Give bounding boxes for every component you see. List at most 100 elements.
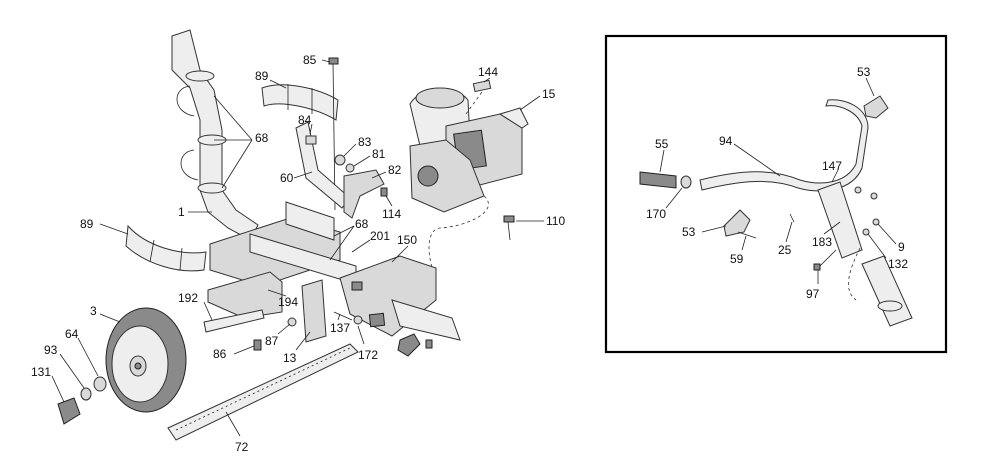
callout-label: 150: [397, 233, 417, 247]
callout: 82: [371, 163, 402, 179]
callout-label: 55: [655, 137, 669, 151]
part-172: [353, 315, 363, 325]
nut-132: [862, 228, 870, 236]
callout: 194: [267, 289, 298, 309]
callout: 72: [225, 411, 249, 454]
clamp-ring: [185, 70, 215, 82]
callout: 89: [255, 69, 287, 89]
callout-label: 170: [646, 207, 666, 221]
callout: 131: [31, 365, 65, 403]
callout-label: 94: [719, 134, 733, 148]
callout: 87: [265, 323, 291, 348]
callout-label: 147: [822, 159, 842, 173]
washer-9: [872, 218, 880, 226]
callout: 55: [655, 137, 669, 173]
washer-64: [93, 376, 107, 392]
callout-label: 89: [80, 217, 94, 231]
callout-label: 13: [283, 351, 297, 365]
callout-label: 59: [730, 252, 744, 266]
callout-label: 172: [358, 348, 378, 362]
inset-assembly: [639, 95, 913, 327]
decal-144: [472, 79, 492, 93]
callout-label: 131: [31, 365, 51, 379]
callout: 9: [877, 223, 905, 254]
pin-137: [333, 311, 353, 321]
callout: 53: [857, 65, 875, 97]
callout-label: 64: [65, 327, 79, 341]
callout-label: 183: [812, 235, 832, 249]
bolt-110: [507, 221, 511, 241]
callout-label: 144: [478, 65, 498, 79]
callout-label: 53: [682, 225, 696, 239]
callout-label: 72: [235, 440, 249, 454]
plate-13: [301, 279, 327, 343]
callout: 60: [280, 171, 313, 185]
control-lever: [723, 209, 751, 237]
callout: 114: [382, 195, 401, 221]
callout-label: 68: [255, 131, 269, 145]
callout: 93: [44, 343, 85, 389]
callout: 86: [213, 345, 255, 361]
callout: 59: [730, 235, 747, 266]
washer-83: [334, 154, 346, 166]
ferrule-170: [680, 175, 692, 189]
callout-label: 132: [888, 257, 908, 271]
handlebar: [699, 99, 869, 192]
callout: 137: [330, 313, 350, 335]
throttle-lever-top: [863, 95, 889, 119]
plate-194: [207, 271, 283, 319]
screw-25: [789, 213, 795, 223]
clamp-ring: [197, 182, 227, 194]
callout: 172: [357, 325, 378, 362]
callout: 94: [719, 134, 781, 177]
bolt-86: [253, 339, 262, 351]
wheel: [105, 307, 187, 413]
callout-label: 93: [44, 343, 58, 357]
tube-hook: [176, 85, 195, 117]
callout-label: 87: [265, 334, 279, 348]
callout: 15: [519, 87, 556, 111]
screw-114: [380, 187, 388, 197]
part-84: [305, 135, 317, 145]
callout: 144: [478, 65, 498, 83]
hubcap-131: [57, 397, 81, 425]
bolt-97: [817, 249, 837, 269]
callout: 83: [343, 135, 372, 157]
callout: 3: [90, 304, 121, 323]
rack-bar: [167, 343, 359, 441]
callout-label: 201: [370, 229, 390, 243]
callout: 89: [80, 217, 129, 235]
axle-192: [203, 309, 265, 333]
nut-93: [80, 387, 92, 401]
main-callouts: 85 144 15 89 84 83 81 68: [31, 53, 565, 454]
callout-label: 110: [546, 214, 565, 228]
callout-label: 82: [388, 163, 402, 177]
callout-label: 83: [358, 135, 372, 149]
bolt-head: [328, 57, 339, 65]
bracket-82: [343, 169, 385, 219]
callout-label: 81: [372, 147, 386, 161]
inset-callouts: 53 55 94 147 170 53 25 183: [646, 65, 908, 301]
callout: 110: [516, 214, 565, 228]
grip: [639, 171, 677, 189]
callout-label: 53: [857, 65, 871, 79]
inset-frame: [604, 34, 948, 354]
callout: 192: [178, 291, 213, 321]
main-assembly: [57, 29, 529, 441]
callout-label: 86: [213, 347, 227, 361]
callout-label: 68: [355, 217, 369, 231]
upper-handle-tube: [817, 181, 863, 259]
strap-top: [261, 84, 339, 121]
callout: 97: [806, 270, 820, 301]
callout-label: 97: [806, 287, 820, 301]
callout: 68: [213, 95, 269, 189]
callout-label: 137: [330, 321, 350, 335]
callout-label: 89: [255, 69, 269, 83]
callout-label: 192: [178, 291, 198, 305]
callout-label: 3: [90, 304, 97, 318]
strap-left: [125, 224, 207, 272]
callout-label: 25: [778, 243, 792, 257]
callout: 85: [303, 53, 331, 67]
callout: 64: [65, 327, 99, 377]
